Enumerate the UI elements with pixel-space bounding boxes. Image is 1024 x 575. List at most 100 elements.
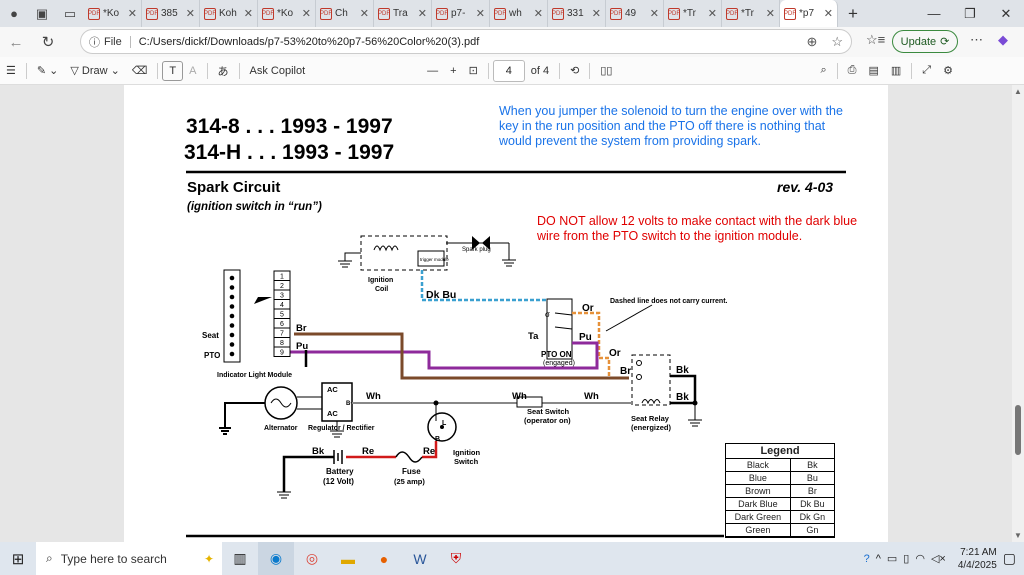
bk-label-1: Bk: [676, 365, 689, 376]
ask-copilot-button[interactable]: Ask Copilot: [249, 64, 306, 77]
close-tab-icon[interactable]: ✕: [591, 8, 601, 20]
refresh-icon[interactable]: ↻: [41, 34, 55, 51]
workspaces-icon[interactable]: ▣: [35, 5, 49, 21]
operator-on-label: (operator on): [524, 416, 571, 425]
edge-icon[interactable]: ◉: [258, 542, 294, 575]
browser-tab[interactable]: PDF*Ko✕: [84, 0, 142, 27]
task-view-icon[interactable]: ▥: [233, 550, 247, 566]
back-icon[interactable]: ←: [8, 33, 24, 51]
mcafee-icon[interactable]: ⛨: [450, 550, 462, 566]
zoom-in-icon[interactable]: +: [450, 64, 457, 77]
network-icon[interactable]: ▭: [886, 553, 898, 565]
page-number-input[interactable]: 4: [492, 59, 525, 82]
close-tab-icon[interactable]: ✕: [127, 8, 137, 20]
zoom-out-icon[interactable]: —: [427, 64, 439, 77]
battery-tray-icon[interactable]: ▯: [903, 553, 910, 565]
address-bar[interactable]: ⓘ File C:/Users/dickf/Downloads/p7-53%20…: [80, 29, 852, 54]
close-window-icon[interactable]: ✕: [1000, 5, 1012, 21]
scroll-thumb[interactable]: [1015, 405, 1021, 455]
browser-tab[interactable]: PDF*Ko✕: [258, 0, 316, 27]
file-label: File: [104, 35, 131, 48]
volume-icon[interactable]: ◁×: [930, 553, 946, 565]
draw-button[interactable]: ▽ Draw ⌄: [70, 64, 120, 78]
pu-wire-label: Pu: [296, 341, 308, 352]
save-as-icon[interactable]: ▥: [890, 65, 902, 77]
save-icon[interactable]: ▤: [868, 65, 879, 77]
close-tab-icon[interactable]: ✕: [185, 8, 195, 20]
tab-actions-icon[interactable]: ▭: [63, 5, 77, 21]
translate-icon[interactable]: あ: [217, 65, 229, 78]
zoom-icon[interactable]: ⊕: [806, 33, 818, 49]
tab-title: *Tr: [741, 8, 754, 19]
close-tab-icon[interactable]: ✕: [417, 8, 427, 20]
close-tab-icon[interactable]: ✕: [533, 8, 543, 20]
browser-tab[interactable]: PDF*p7✕: [780, 0, 838, 27]
close-tab-icon[interactable]: ✕: [707, 8, 717, 20]
url-text[interactable]: C:/Users/dickf/Downloads/p7-53%20to%20p7…: [138, 35, 480, 48]
browser-tab[interactable]: PDF*Tr✕: [722, 0, 780, 27]
help-icon[interactable]: ?: [863, 552, 870, 565]
red-note: DO NOT allow 12 volts to make contact wi…: [536, 214, 861, 243]
info-icon[interactable]: ⓘ: [89, 36, 100, 49]
toolbar-divider: [238, 62, 240, 79]
close-tab-icon[interactable]: ✕: [649, 8, 659, 20]
purple-wire: [289, 341, 599, 370]
draw-label: Draw: [81, 64, 108, 77]
read-aloud-icon[interactable]: A: [189, 64, 197, 77]
text-icon[interactable]: T: [162, 60, 184, 81]
new-tab-button[interactable]: +: [848, 3, 858, 23]
rotate-icon[interactable]: ⟲: [570, 65, 580, 77]
close-tab-icon[interactable]: ✕: [823, 8, 833, 20]
terminal-number: 3: [280, 293, 284, 300]
firefox-icon[interactable]: ●: [379, 550, 389, 567]
search-icon[interactable]: ⌕: [820, 64, 827, 76]
word-icon[interactable]: W: [413, 550, 427, 567]
copilot-icon[interactable]: ◆: [998, 32, 1008, 47]
close-tab-icon[interactable]: ✕: [475, 8, 485, 20]
update-button[interactable]: Update⟳: [892, 30, 958, 53]
close-tab-icon[interactable]: ✕: [301, 8, 311, 20]
dk-bu-label: Dk Bu: [426, 289, 456, 301]
minimize-icon[interactable]: —: [927, 6, 941, 21]
tray-chevron-icon[interactable]: ^: [875, 552, 881, 565]
scroll-down-icon[interactable]: ▼: [1014, 531, 1022, 540]
windows-start-icon[interactable]: ⊞: [11, 550, 25, 568]
close-tab-icon[interactable]: ✕: [765, 8, 775, 20]
favorites-icon[interactable]: ☆≡: [866, 32, 886, 47]
fullscreen-icon[interactable]: ⤢: [922, 64, 932, 76]
fit-icon[interactable]: ⊡: [468, 65, 478, 77]
notifications-icon[interactable]: ▢: [1002, 550, 1016, 566]
pto-contact: [554, 312, 573, 316]
print-icon[interactable]: ⎙: [847, 64, 857, 76]
close-tab-icon[interactable]: ✕: [243, 8, 253, 20]
favorite-star-icon[interactable]: ☆: [831, 33, 843, 49]
pdf-page: 314-8 . . . 1993 - 1997 314-H . . . 1993…: [124, 85, 888, 542]
contents-icon[interactable]: ☰: [6, 65, 16, 77]
vertical-scrollbar[interactable]: ▲ ▼: [1012, 85, 1024, 542]
chrome-icon[interactable]: ◎: [305, 550, 319, 566]
legend-color: Brown: [726, 485, 791, 497]
file-explorer-icon[interactable]: ▬: [341, 550, 355, 567]
tab-title: Tra: [393, 8, 408, 19]
browser-tab[interactable]: PDF*Tr✕: [664, 0, 722, 27]
scroll-up-icon[interactable]: ▲: [1014, 87, 1022, 96]
close-tab-icon[interactable]: ✕: [359, 8, 369, 20]
eraser-icon[interactable]: ⌫: [131, 65, 148, 77]
wifi-icon[interactable]: ◠: [915, 553, 925, 565]
page-view-icon[interactable]: ▯▯: [600, 65, 613, 77]
profile-icon[interactable]: ●: [10, 6, 18, 21]
taskbar-search[interactable]: ⌕Type here to search✦: [36, 542, 222, 575]
restore-icon[interactable]: ❐: [964, 5, 976, 21]
more-icon[interactable]: ⋯: [970, 32, 983, 47]
highlight-icon[interactable]: ✎ ⌄: [36, 65, 59, 77]
settings-gear-icon[interactable]: ⚙: [943, 65, 953, 77]
